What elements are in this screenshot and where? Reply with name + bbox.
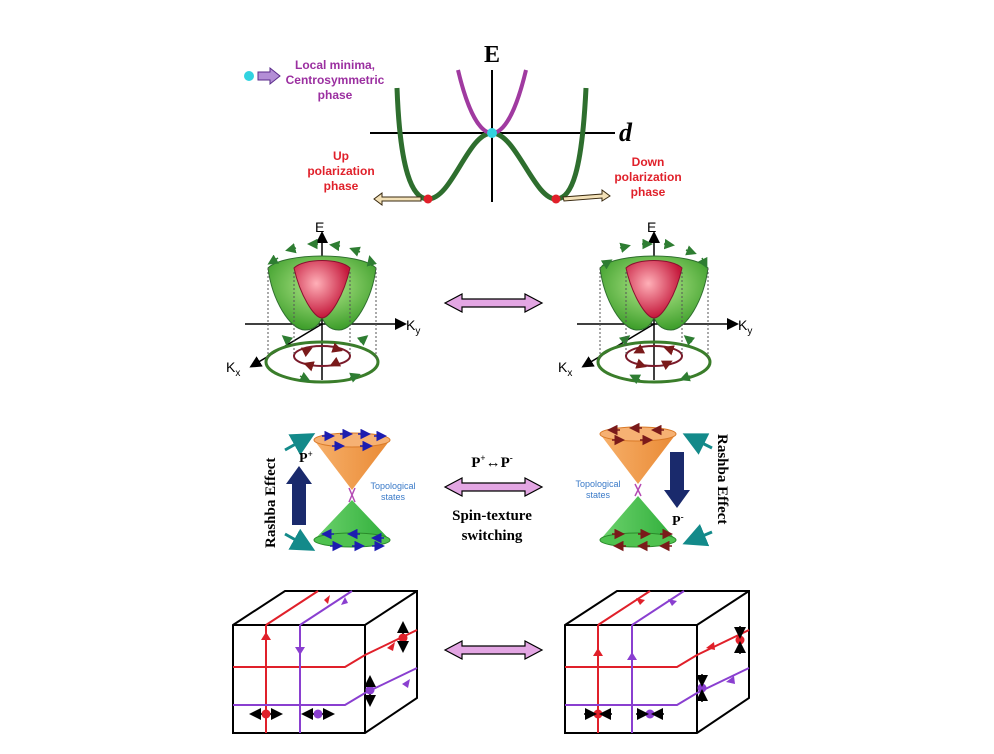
upper-cone-right — [600, 434, 676, 484]
kx-label-right: Kx — [558, 359, 572, 379]
inner-fermi-ring — [293, 345, 351, 367]
rashba-effect-label-left: Rashba Effect — [263, 458, 279, 548]
local-minima-label: Local minima, Centrosymmetric phase — [286, 58, 385, 102]
spin-arrows-lower-left — [321, 528, 385, 552]
polarization-up-arrow — [286, 466, 312, 525]
rashba-band-panel-right: E Ky Kx — [558, 219, 752, 385]
switch-arrow-row4 — [443, 640, 544, 660]
spin-dots-left — [261, 633, 408, 719]
legend-cyan-dot — [244, 71, 254, 81]
local-minima-line-2: Centrosymmetric — [286, 73, 385, 87]
spin-arrows-inner — [300, 342, 343, 372]
box-panel-left — [232, 590, 418, 734]
up-phase-line-2: polarization — [307, 164, 374, 178]
red-edge-paths-left — [233, 590, 418, 733]
topological-crossing-right — [634, 483, 642, 497]
outer-fermi-ring — [264, 340, 380, 384]
teal-arrow-bottom-right — [682, 524, 713, 547]
down-phase-line-3: phase — [631, 185, 666, 199]
topological-crossing-left — [348, 487, 356, 503]
up-minimum-point — [423, 194, 433, 204]
e-axis-label: E — [484, 42, 500, 68]
lower-cone-rim-left — [313, 532, 391, 548]
spin-arrows-upper-left — [322, 428, 387, 452]
legend-purple-arrow — [257, 66, 281, 86]
teal-arrow-top-left — [284, 433, 316, 456]
down-phase-line-2: polarization — [614, 170, 681, 184]
edge-flow-arrows-right — [593, 598, 735, 684]
purple-edge-paths-left — [233, 590, 418, 733]
spin-dots-right — [593, 635, 745, 719]
rashba-band-panel-left: E Ky Kx — [226, 219, 420, 384]
spin-arrows-outer — [267, 238, 377, 383]
ky-label-right: Ky — [738, 317, 752, 337]
switch-arrow-row2 — [443, 293, 544, 313]
upper-cone-rim-right — [599, 426, 677, 442]
e-band-label-right: E — [647, 219, 656, 235]
up-phase-label: Up polarization phase — [307, 149, 374, 193]
down-phase-line-1: Down — [632, 155, 665, 169]
local-minima-line-3: phase — [318, 88, 353, 102]
edge-flow-arrows-left — [261, 595, 410, 688]
purple-edge-paths-right — [565, 590, 750, 733]
rashba-effect-label-right: Rashba Effect — [714, 434, 730, 524]
ky-label: Ky — [406, 317, 420, 337]
spin-direction-arrows-right — [584, 626, 746, 720]
box-panel-right — [564, 590, 750, 734]
spin-arrows-inner-right — [633, 343, 675, 371]
down-phase-label: Down polarization phase — [614, 155, 681, 199]
inner-fermi-ring-right — [625, 345, 683, 367]
centrosymmetric-point — [487, 128, 497, 138]
e-band-label: E — [315, 219, 324, 235]
spin-arrows-outer-right — [600, 238, 708, 385]
down-phase-arrow — [562, 189, 611, 202]
spin-arrows-lower-right — [612, 528, 673, 552]
red-edge-paths-right — [565, 590, 750, 733]
polarization-down-arrow — [664, 452, 690, 508]
p-minus-label: P- — [672, 512, 684, 529]
box-outline-left — [232, 590, 418, 734]
teal-arrow-bottom-left — [284, 528, 316, 551]
switch-arrow-row3 — [443, 477, 544, 497]
p-plus-label: P+ — [299, 449, 313, 466]
up-phase-line-1: Up — [333, 149, 349, 163]
projection-lines — [267, 268, 377, 360]
up-phase-line-3: phase — [324, 179, 359, 193]
spin-arrows-upper-right — [607, 422, 664, 446]
spin-direction-arrows-left — [249, 621, 409, 720]
inner-band-cone-right — [625, 260, 683, 319]
p-switch-label: P+↔P- — [471, 453, 512, 471]
local-minima-line-1: Local minima, — [295, 58, 375, 72]
inner-band-cone — [293, 260, 351, 319]
upper-cone-left — [314, 440, 390, 490]
teal-arrow-top-right — [682, 433, 713, 455]
kx-label: Kx — [226, 359, 240, 379]
up-phase-arrow — [373, 192, 422, 206]
outer-fermi-ring-right — [596, 340, 712, 384]
lower-cone-rim-right — [599, 532, 677, 548]
energy-landscape-panel: E d Local minima, Centrosymmetric phase … — [244, 42, 682, 206]
projection-lines-right — [599, 268, 709, 360]
upper-cone-rim-left — [313, 432, 391, 448]
d-axis-label: d — [619, 118, 633, 147]
box-outline-right — [564, 590, 750, 734]
lower-cone-left — [314, 500, 390, 540]
down-minimum-point — [551, 194, 561, 204]
